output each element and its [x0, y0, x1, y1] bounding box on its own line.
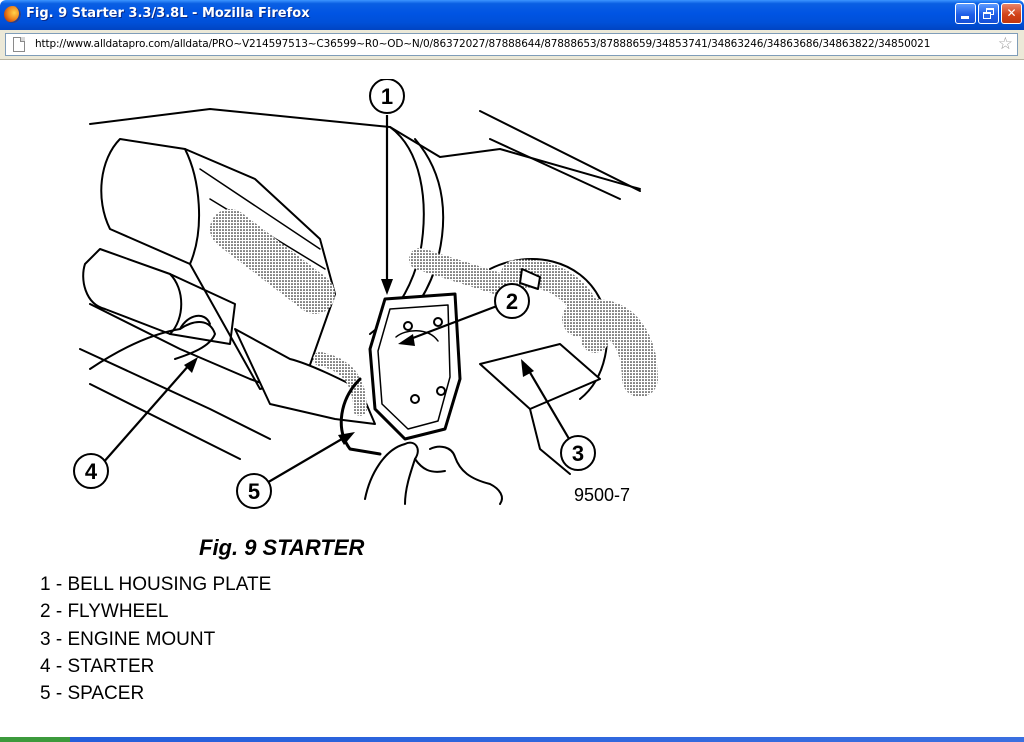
legend-item: 1 - BELL HOUSING PLATE [40, 574, 272, 595]
page-icon [13, 37, 25, 52]
parts-legend: 1 - BELL HOUSING PLATE 2 - FLYWHEEL 3 - … [40, 574, 271, 710]
taskbar-edge [0, 737, 1024, 742]
url-input[interactable]: http://www.alldatapro.com/alldata/PRO~V2… [5, 33, 1018, 56]
page-content: 1 2 3 4 5 9500-7 Fig. 9 STARTER 1 - BELL… [0, 61, 1024, 737]
callout-label-2: 2 [506, 289, 518, 314]
legend-item: 3 - ENGINE MOUNT [40, 628, 216, 650]
callout-leaders [101, 115, 576, 485]
figure-code: 9500-7 [574, 485, 630, 505]
bookmark-star-icon[interactable]: ☆ [997, 34, 1013, 54]
legend-item: 2 - FLYWHEEL [40, 601, 169, 623]
callout-4: 4 [73, 453, 109, 489]
close-icon: ✕ [1006, 6, 1017, 20]
callout-2: 2 [494, 283, 530, 319]
minimize-button[interactable] [955, 3, 976, 24]
callout-label-4: 4 [85, 459, 98, 484]
firefox-icon [4, 6, 21, 23]
callout-1: 1 [369, 79, 405, 114]
callout-arrowheads [184, 279, 534, 445]
navigation-toolbar: http://www.alldatapro.com/alldata/PRO~V2… [0, 30, 1024, 60]
callout-label-5: 5 [248, 479, 260, 504]
callout-label-1: 1 [381, 84, 393, 109]
callout-label-3: 3 [572, 441, 584, 466]
starter-diagram: 1 2 3 4 5 9500-7 [73, 79, 658, 509]
window-title: Fig. 9 Starter 3.3/3.8L - Mozilla Firefo… [26, 6, 310, 21]
minimize-icon [961, 16, 969, 19]
restore-button[interactable] [978, 3, 999, 24]
engine-artwork [79, 108, 658, 505]
callout-3: 3 [560, 435, 596, 471]
window-title-bar[interactable]: Fig. 9 Starter 3.3/3.8L - Mozilla Firefo… [0, 0, 1024, 30]
url-text: http://www.alldatapro.com/alldata/PRO~V2… [35, 38, 931, 50]
close-button[interactable]: ✕ [1001, 3, 1022, 24]
legend-item: 5 - SPACER [40, 683, 145, 705]
legend-item: 4 - STARTER [40, 655, 155, 677]
figure-caption: Fig. 9 STARTER [199, 535, 365, 560]
callout-5: 5 [236, 473, 272, 509]
